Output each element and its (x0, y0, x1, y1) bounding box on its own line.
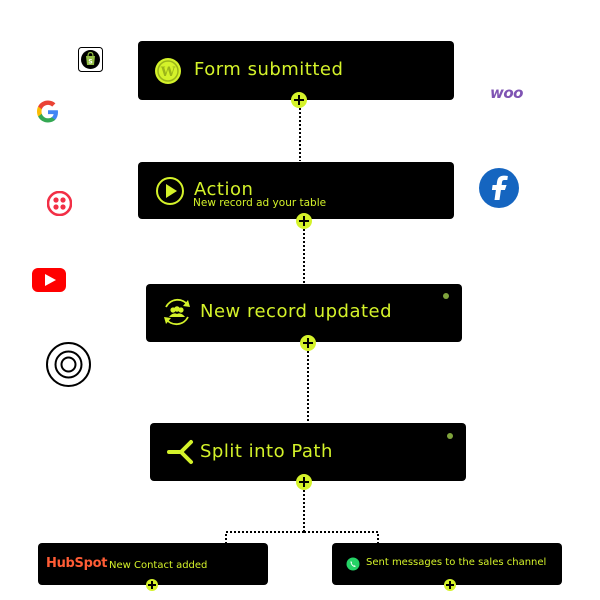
sync-users-icon (160, 295, 194, 329)
wordpress-icon: W (154, 57, 182, 85)
split-icon (167, 438, 195, 466)
split-path-node[interactable]: Split into Path (150, 423, 466, 481)
google-icon (36, 100, 60, 124)
whatsapp-label: Sent messages to the sales channel (366, 557, 547, 568)
hubspot-node[interactable]: HubSpot New Contact added (38, 543, 268, 585)
twilio-icon (47, 191, 72, 216)
record-updated-title: New record updated (200, 301, 393, 322)
play-icon (155, 176, 185, 206)
status-dot (447, 433, 453, 439)
action-title: Action (194, 179, 254, 200)
add-step-button[interactable] (146, 579, 158, 591)
add-step-button[interactable] (296, 213, 312, 229)
woo-icon: woo (490, 84, 530, 106)
whatsapp-node[interactable]: Sent messages to the sales channel (332, 543, 562, 585)
connector-branch-right (304, 531, 379, 543)
action-subtitle: New record ad your table (193, 197, 327, 209)
hubspot-logo: HubSpot (46, 556, 108, 571)
add-step-button[interactable] (444, 579, 456, 591)
whatsapp-icon (346, 557, 360, 571)
ring-icon (45, 341, 92, 388)
woo-logo-text: woo (490, 84, 523, 102)
form-submitted-title: Form submitted (194, 59, 344, 80)
add-step-button[interactable] (296, 474, 312, 490)
svg-text:S: S (88, 59, 92, 66)
shopify-icon: S (78, 47, 103, 72)
youtube-icon (32, 268, 66, 292)
form-submitted-node[interactable]: W Form submitted (138, 41, 454, 100)
svg-text:W: W (160, 65, 176, 80)
hubspot-label: New Contact added (109, 560, 208, 571)
facebook-icon (479, 168, 519, 208)
split-path-title: Split into Path (200, 441, 333, 462)
action-node[interactable]: Action New record ad your table (138, 162, 454, 219)
add-step-button[interactable] (291, 92, 307, 108)
status-dot (443, 293, 449, 299)
connector-branch-left (225, 531, 304, 543)
record-updated-node[interactable]: New record updated (146, 284, 462, 342)
add-step-button[interactable] (300, 335, 316, 351)
